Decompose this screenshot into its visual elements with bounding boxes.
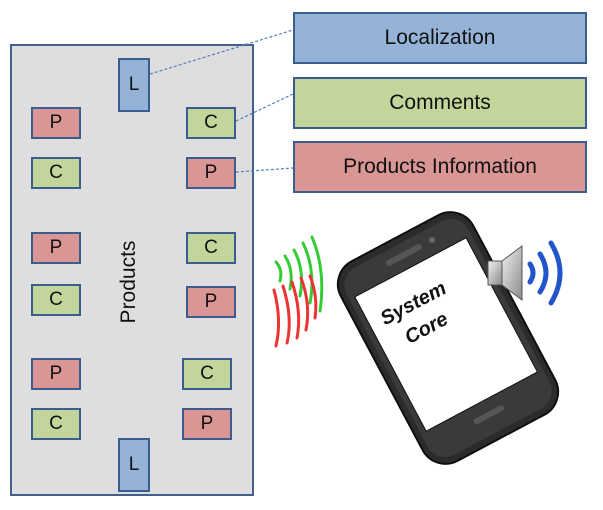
comment-tag: C (31, 157, 81, 189)
signal-wave-red (290, 280, 301, 340)
speaker-wave (537, 251, 549, 295)
connector-products-information (235, 167, 294, 173)
signal-wave-green (292, 248, 303, 298)
product-tag: P (186, 286, 236, 318)
speaker-wave (527, 261, 536, 285)
signal-wave-red (272, 288, 281, 348)
connector-comments (235, 93, 294, 122)
speaker-wave (548, 240, 563, 306)
signal-wave-green (283, 254, 293, 291)
legend-products-information: Products Information (293, 141, 587, 193)
signal-wave-red (281, 284, 291, 345)
connector-localization (149, 29, 294, 75)
signal-waves-icon (272, 235, 324, 348)
signal-wave-red (299, 276, 310, 332)
product-tag: P (31, 232, 81, 264)
comment-tag: C (182, 358, 232, 390)
signal-wave-green (301, 241, 314, 305)
comment-tag: C (31, 284, 81, 316)
legend-comments-label: Comments (389, 91, 491, 114)
signal-wave-green (274, 260, 283, 283)
legend-localization-label: Localization (384, 26, 496, 49)
product-tag: P (182, 408, 232, 440)
legend-localization: Localization (293, 12, 587, 64)
product-tag: P (31, 107, 81, 139)
smartphone-icon (336, 211, 560, 465)
signal-wave-red (308, 274, 318, 320)
legend-comments: Comments (293, 77, 587, 129)
localization-tag-top: L (118, 58, 150, 112)
localization-tag-bottom: L (118, 438, 150, 492)
product-tag: P (31, 358, 81, 390)
comment-tag: C (186, 232, 236, 264)
legend-products-information-label: Products Information (343, 155, 537, 178)
product-tag: P (186, 157, 236, 189)
speaker-icon (487, 240, 563, 306)
comment-tag: C (31, 408, 81, 440)
comment-tag: C (186, 107, 236, 139)
signal-wave-green (310, 235, 324, 313)
